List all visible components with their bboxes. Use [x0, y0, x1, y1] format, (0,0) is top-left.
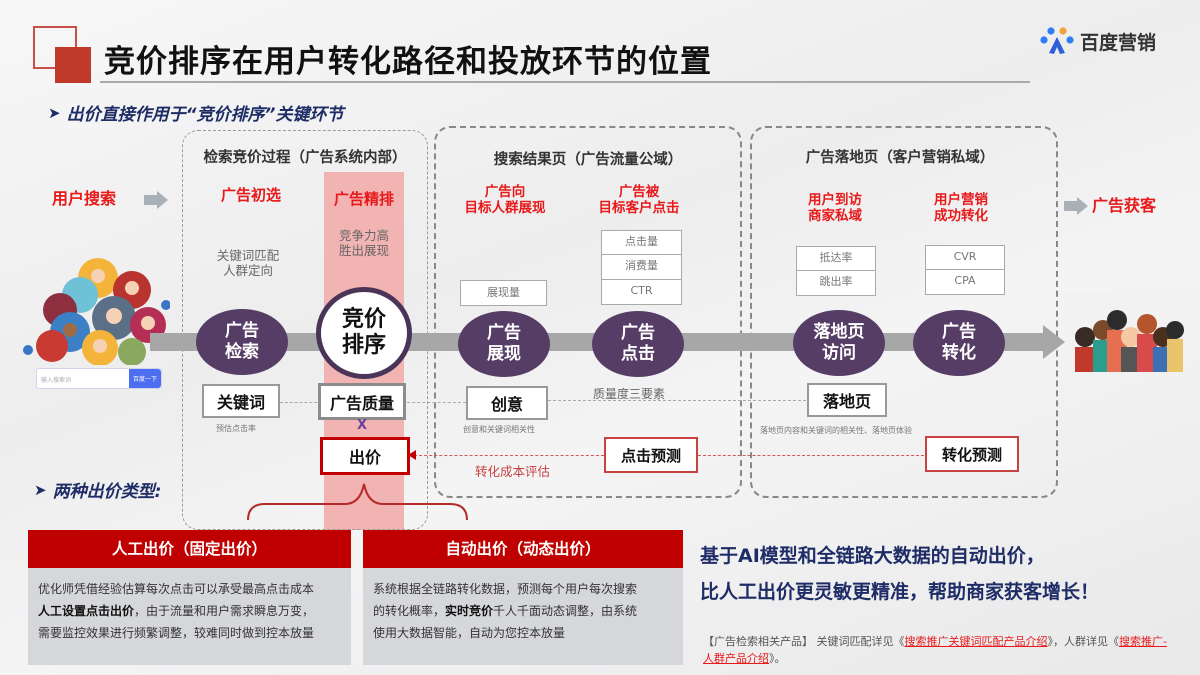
connector-line: [402, 402, 466, 403]
bid-type-bracket: [247, 483, 468, 520]
node-ad-click: 广告点击: [592, 311, 684, 377]
cost-evaluation-label: 转化成本评估: [475, 464, 551, 479]
start-label: 用户搜索: [52, 189, 117, 208]
stage-desc: 竞争力高胜出展现: [338, 228, 389, 258]
flow-arrow-head-icon: [1043, 325, 1065, 359]
factor-creative-note: 创意和关键词相关性: [463, 425, 535, 434]
stage-label: 用户到访商家私域: [808, 192, 862, 224]
node-ad-retrieval: 广告检索: [196, 309, 288, 375]
factor-ad-quality: 广告质量: [318, 383, 406, 420]
card-body: 系统根据全链路转化数据，预测每个用户每次搜索 的转化概率，实时竞价千人千面动态调…: [363, 568, 683, 665]
factor-landing-note: 落地页内容和关键词的相关性、落地页体验: [760, 426, 912, 435]
search-widget: 输入搜索词 百度一下: [36, 368, 162, 389]
card-title: 人工出价（固定出价）: [28, 530, 351, 568]
conversion-prediction-box: 转化预测: [925, 436, 1019, 472]
page-title: 竞价排序在用户转化路径和投放环节的位置: [104, 44, 712, 80]
stage-label: 广告向目标人群展现: [464, 184, 546, 216]
region-title: 搜索结果页（广告流量公域）: [493, 152, 683, 168]
stage-label: 广告被目标客户点击: [598, 184, 680, 216]
metric-spend: 消费量: [601, 255, 682, 280]
users-crowd-illustration: [23, 258, 170, 365]
arrow-right-icon: [144, 191, 170, 209]
card-auto-bid: 自动出价（动态出价） 系统根据全链路转化数据，预测每个用户每次搜索 的转化概率，…: [363, 530, 683, 665]
bullet-arrow-icon: ➤: [34, 480, 47, 499]
bullet-arrow-icon: ➤: [48, 103, 61, 122]
node-ad-impression: 广告展现: [458, 311, 550, 377]
footnote: 【广告检索相关产品】 关键词匹配详见《搜索推广关键词匹配产品介绍》，人群详见《搜…: [703, 635, 1167, 665]
link-audience-intro[interactable]: 搜索推广-人群产品介绍: [703, 635, 1167, 665]
region-title: 广告落地页（客户营销私域）: [805, 150, 995, 166]
slogan: 基于AI模型和全链路大数据的自动出价， 比人工出价更灵敏更精准，帮助商家获客增长…: [700, 545, 1100, 603]
node-ad-conversion: 广告转化: [913, 310, 1005, 376]
factor-keyword-note: 预估点击率: [216, 424, 256, 433]
region-title: 检索竞价过程（广告系统内部）: [203, 150, 407, 166]
connector-line: [280, 402, 322, 403]
subheading-bid-role: ➤ 出价直接作用于“竞价排序”关键环节: [48, 103, 344, 126]
search-button: 百度一下: [129, 369, 161, 388]
acquired-customers-illustration: [1065, 292, 1185, 372]
arrow-left-icon: [408, 450, 416, 460]
multiply-sign: X: [357, 418, 368, 433]
metric-ctr: CTR: [601, 280, 682, 305]
metric-cvr: CVR: [925, 245, 1005, 270]
card-body: 优化师凭借经验估算每次点击可以承受最高点击成本 人工设置点击出价，由于流量和用户…: [28, 568, 351, 665]
brand-logo: 百度营销: [1040, 26, 1156, 56]
metric-impressions: 展现量: [460, 280, 547, 306]
metric-clicks: 点击量: [601, 230, 682, 255]
conversion-pred-line: [698, 455, 924, 456]
brand-name: 百度营销: [1080, 31, 1157, 54]
end-label: 广告获客: [1092, 196, 1157, 215]
node-bid-ranking: 竞价排序: [316, 287, 412, 379]
title-decoration-fill: [55, 47, 91, 83]
stage-desc: 关键词匹配人群定向: [216, 248, 280, 278]
search-input: 输入搜索词: [41, 377, 72, 384]
stage-label: 用户营销成功转化: [934, 192, 988, 224]
card-manual-bid: 人工出价（固定出价） 优化师凭借经验估算每次点击可以承受最高点击成本 人工设置点…: [28, 530, 351, 665]
region-landing-page: [750, 126, 1058, 498]
cost-eval-line: [414, 455, 604, 456]
quality-three-factors-label: 质量度三要素: [593, 387, 666, 401]
factor-landing-page: 落地页: [807, 383, 887, 417]
stage-label: 广告初选: [220, 186, 281, 204]
stage-label: 广告精排: [333, 190, 394, 208]
subheading-bid-types: ➤ 两种出价类型:: [34, 480, 162, 503]
link-keyword-match-intro[interactable]: 搜索推广关键词匹配产品介绍: [904, 635, 1048, 648]
connector-line: [548, 400, 806, 401]
factor-keyword: 关键词: [202, 384, 280, 418]
metric-arrival-rate: 抵达率: [796, 246, 876, 271]
factor-creative: 创意: [466, 386, 548, 420]
bid-box: 出价: [320, 437, 410, 475]
title-divider: [100, 81, 1030, 83]
click-prediction-box: 点击预测: [604, 437, 698, 473]
region-retrieval-bidding: [182, 130, 428, 530]
card-title: 自动出价（动态出价）: [363, 530, 683, 568]
node-landing-visit: 落地页访问: [793, 310, 885, 376]
metric-cpa: CPA: [925, 270, 1005, 295]
region-search-results: [434, 126, 742, 498]
metric-stack-conversion: CVR CPA: [925, 245, 1005, 295]
metric-stack-click: 点击量 消费量 CTR: [601, 230, 682, 305]
baidu-paw-icon: [1040, 27, 1074, 54]
metric-stack-landing: 抵达率 跳出率: [796, 246, 876, 296]
metric-bounce-rate: 跳出率: [796, 271, 876, 296]
arrow-right-icon: [1064, 197, 1090, 215]
